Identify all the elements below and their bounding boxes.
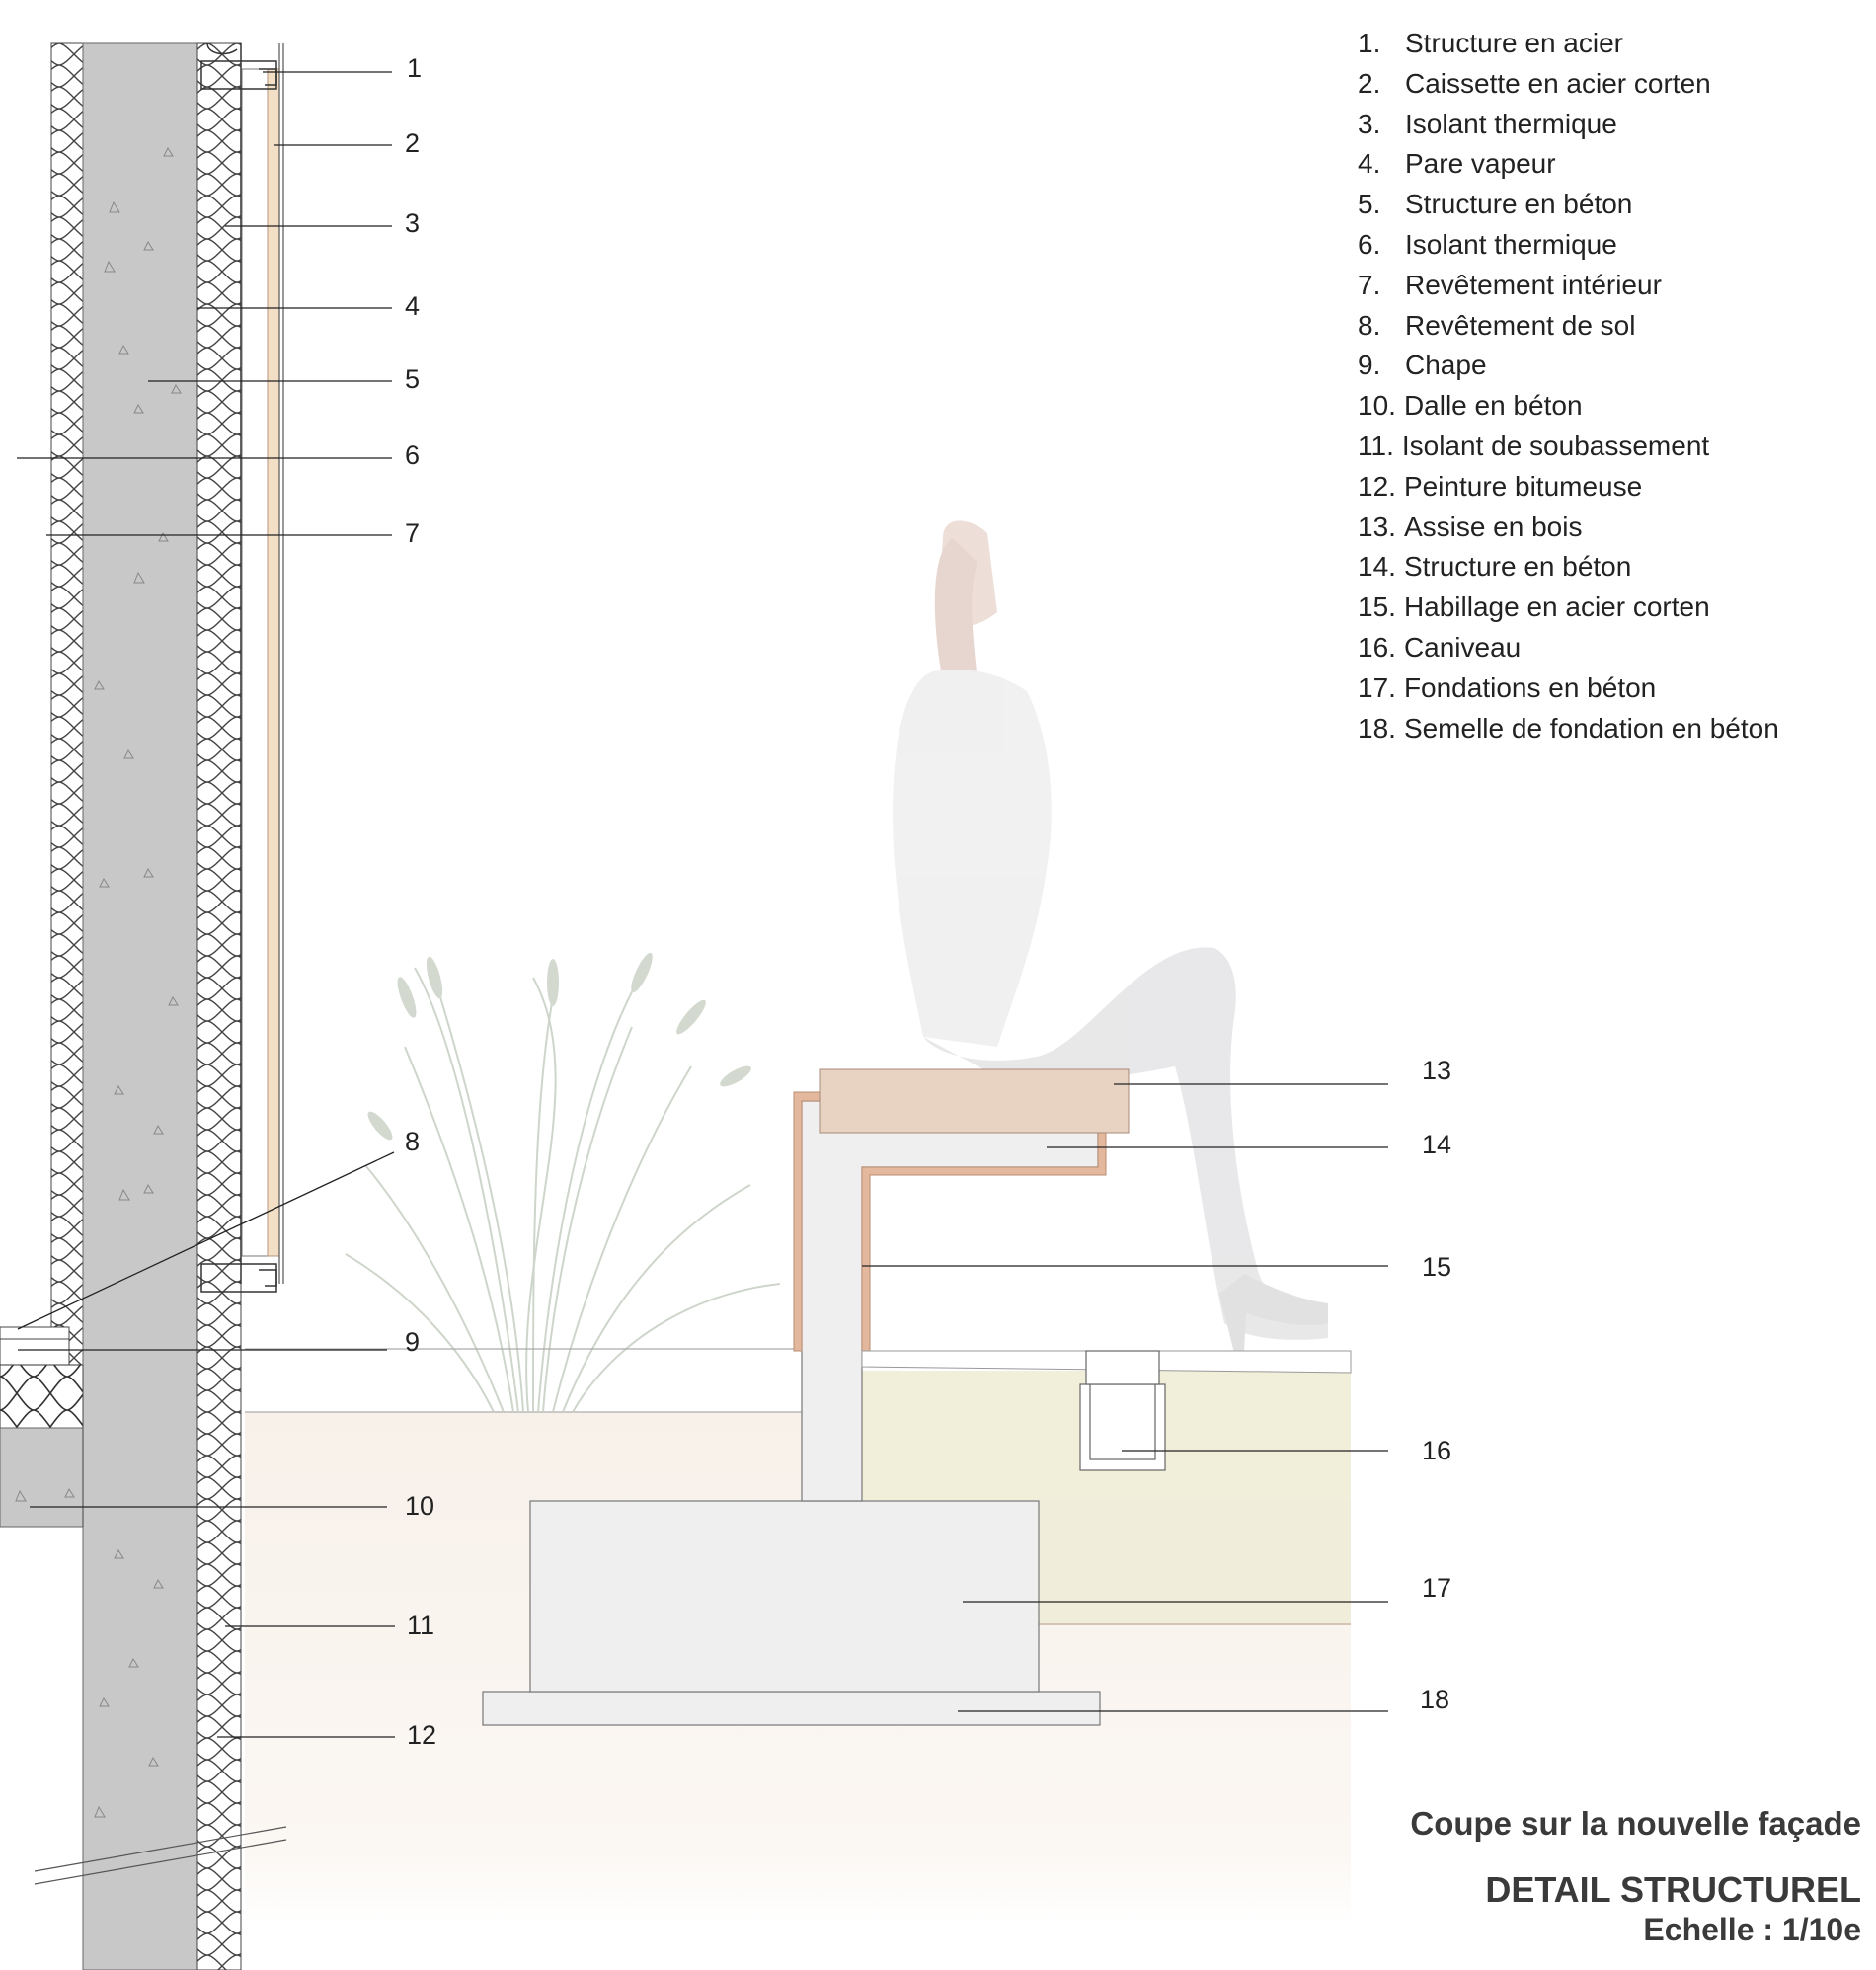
callout-5: 5 [405, 364, 421, 394]
drawing-title: DETAIL STRUCTUREL [1485, 1869, 1861, 1910]
legend-item: 6.Isolant thermique [1358, 228, 1617, 260]
legend-item: 1.Structure en acier [1358, 28, 1623, 58]
floor-finish [0, 1326, 70, 1340]
callout-7: 7 [405, 518, 421, 548]
callout-6: 6 [405, 440, 421, 470]
concrete-foundation [529, 1500, 1040, 1693]
callout-11: 11 [407, 1611, 435, 1640]
cavity [241, 68, 269, 1257]
floor-insulation [0, 1364, 84, 1429]
concrete-aggregate [15, 146, 182, 1818]
legend-item: 17.Fondations en béton [1358, 671, 1657, 703]
legend-item: 14.Structure en béton [1358, 551, 1632, 583]
legend-item: 5.Structure en béton [1358, 189, 1633, 220]
person-silhouette [893, 520, 1328, 1353]
legend-item: 3.Isolant thermique [1358, 108, 1617, 139]
gutter [1079, 1350, 1166, 1471]
exterior-insulation [50, 42, 84, 1368]
break-lines [34, 1826, 287, 1885]
callout-10: 10 [405, 1491, 435, 1521]
foundation-footing [482, 1691, 1101, 1726]
concrete-wall [82, 42, 198, 1970]
callout-9: 9 [405, 1327, 421, 1357]
callout-16: 16 [1422, 1436, 1452, 1465]
legend-item: 15.Habillage en acier corten [1358, 591, 1710, 623]
legend-item: 12.Peinture bitumeuse [1358, 470, 1643, 502]
leader-lines [17, 71, 1388, 1738]
floor-slab [0, 1427, 84, 1528]
legend-item: 2.Caissette en acier corten [1358, 67, 1711, 99]
legend-item: 8.Revêtement de sol [1358, 309, 1636, 341]
drawing-scale: Echelle : 1/10e [1643, 1912, 1861, 1947]
callout-14: 14 [1422, 1130, 1452, 1159]
legend-item: 11.Isolant de soubassement [1358, 430, 1710, 461]
callout-1: 1 [407, 53, 423, 83]
drawing-subtitle: Coupe sur la nouvelle façade [1410, 1805, 1861, 1842]
interior-insulation [196, 42, 242, 1970]
legend-item: 18.Semelle de fondation en béton [1358, 712, 1779, 744]
legend-item: 9.Chape [1358, 350, 1487, 381]
screed [0, 1338, 70, 1366]
callout-13: 13 [1422, 1056, 1452, 1085]
steel-bracket-top [200, 42, 277, 90]
callout-18: 18 [1420, 1685, 1450, 1714]
corten-cladding [267, 68, 280, 1257]
legend-item: 4.Pare vapeur [1358, 148, 1556, 180]
gravel-lower [1039, 1499, 1351, 1625]
callout-17: 17 [1422, 1573, 1452, 1603]
wooden-seat [819, 1068, 1130, 1134]
callout-15: 15 [1422, 1252, 1452, 1282]
grass-seedheads [367, 952, 751, 1141]
legend-item: 10.Dalle en béton [1358, 390, 1583, 422]
callout-2: 2 [405, 128, 421, 158]
callout-12: 12 [407, 1720, 437, 1750]
legend-list: 1.Structure en acier 2.Caissette en acie… [1358, 24, 1779, 749]
legend-item: 13.Assise en bois [1358, 511, 1583, 542]
callout-8: 8 [405, 1127, 421, 1156]
steel-bracket-bottom [200, 1263, 277, 1293]
legend-item: 7.Revêtement intérieur [1358, 269, 1662, 300]
legend-item: 16.Caniveau [1358, 631, 1522, 663]
grass-illustration [345, 957, 781, 1413]
callout-3: 3 [405, 208, 421, 238]
callout-4: 4 [405, 291, 421, 321]
